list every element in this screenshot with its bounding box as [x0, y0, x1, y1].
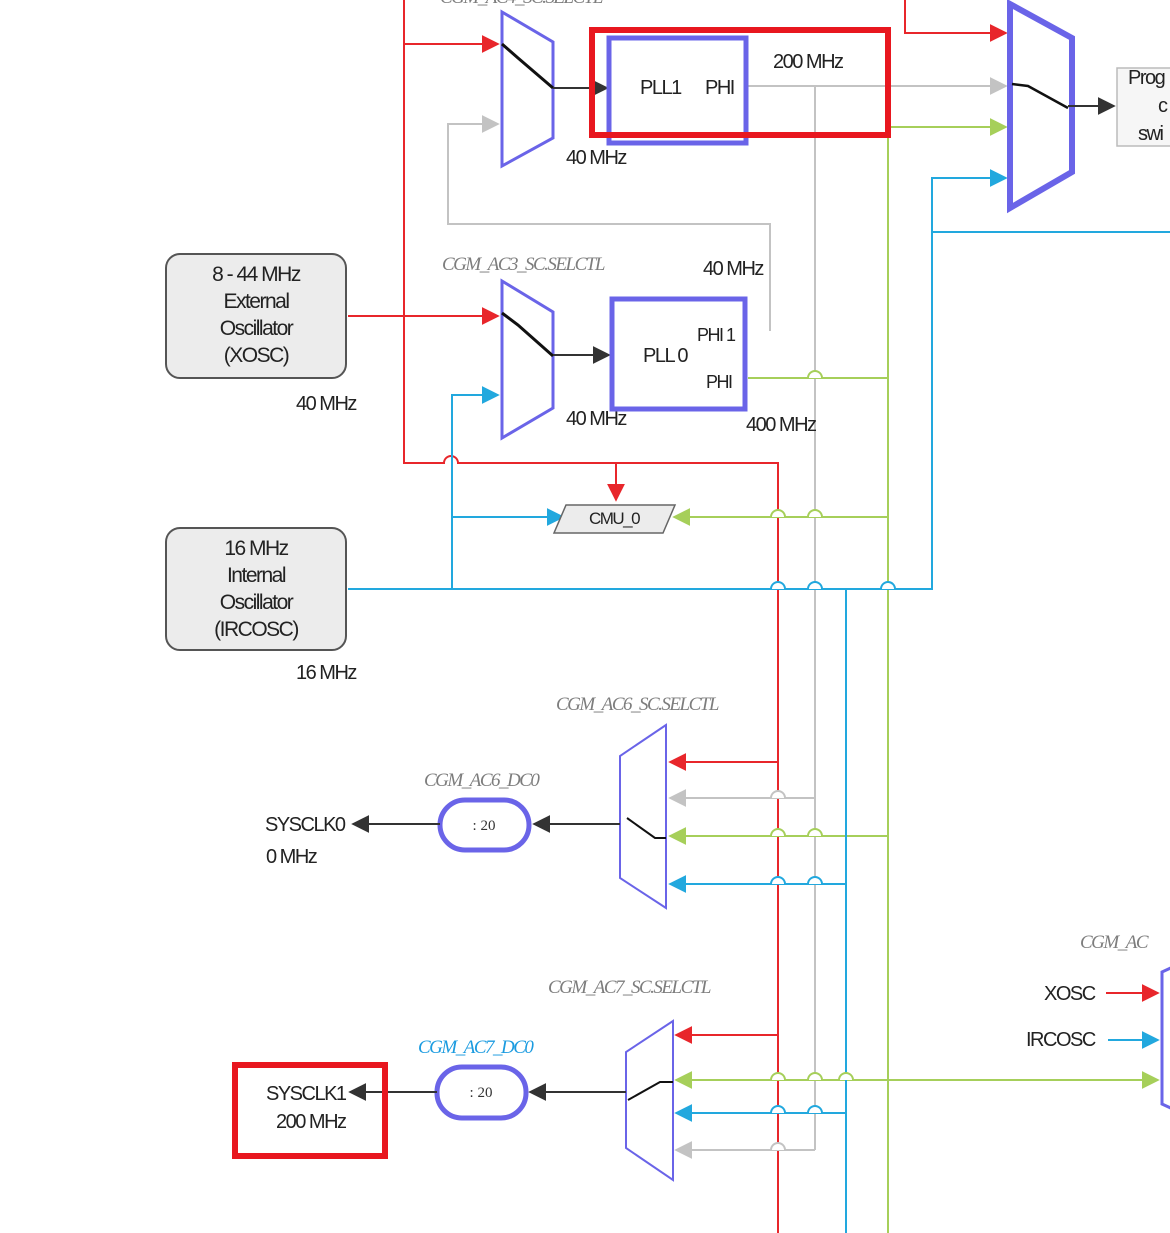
sysclk0-freq: 0 MHz — [266, 846, 317, 868]
sysclk0-name: SYSCLK0 — [265, 814, 346, 836]
sysclk1-divider-value: : 20 — [470, 1085, 493, 1101]
right-irc-label: IRCOSC — [1026, 1029, 1096, 1051]
sysclk0-selctl-label: CGM_AC6_SC.SELCTL — [556, 694, 719, 715]
sysclk1-name: SYSCLK1 — [266, 1083, 347, 1105]
pll1-block: PLL1 PHI — [606, 35, 749, 146]
sysclk0-mux — [532, 723, 667, 910]
sysclk1-mux — [528, 1019, 674, 1182]
pll0-port-phi1: PHI 1 — [697, 325, 736, 345]
pll0-wires — [668, 118, 1160, 1233]
prog-line2: c — [1158, 95, 1168, 117]
sysclk1-freq: 200 MHz — [276, 1111, 346, 1133]
cmu-block: CMU_0 — [552, 504, 677, 534]
pll0-in-freq: 40 MHz — [566, 408, 626, 430]
right-mux-partial — [1160, 966, 1170, 1110]
irc-block: 16 MHz Internal Oscillator (IRCOSC) — [165, 527, 347, 651]
pll1-selctl-label: CGM_AC4_SC.SELCTL — [440, 0, 603, 8]
pll1-highlight-box — [589, 27, 891, 138]
cmu-label: CMU_0 — [589, 509, 640, 528]
sysclk1-selctl-label: CGM_AC7_SC.SELCTL — [548, 977, 711, 998]
pll0-selctl-label: CGM_AC3_SC.SELCTL — [442, 254, 605, 275]
irc-freq-label: 16 MHz — [296, 662, 356, 684]
xosc-line1: 8 - 44 MHz — [212, 263, 301, 286]
right-xosc-label: XOSC — [1044, 983, 1096, 1005]
xosc-line3: Oscillator — [220, 317, 294, 340]
pll0-input-mux — [500, 278, 611, 441]
sysclk0-divider: : 20 — [437, 797, 532, 853]
sysclk0-divider-label: CGM_AC6_DC0 — [424, 770, 540, 791]
xosc-freq-label: 40 MHz — [296, 393, 356, 415]
prog-switch-block: Prog c swi — [1116, 67, 1170, 147]
output-mux — [1007, 0, 1116, 214]
prog-line1: Prog — [1128, 67, 1165, 89]
pll1-wires — [447, 77, 1008, 1159]
pll0-phi1-freq: 40 MHz — [703, 258, 763, 280]
pll0-port-phi: PHI — [706, 372, 732, 392]
sysclk1-divider: : 20 — [434, 1064, 529, 1121]
irc-line4: (IRCOSC) — [214, 618, 298, 641]
pll1-out-freq: 200 MHz — [773, 51, 843, 73]
irc-line2: Internal — [227, 564, 286, 587]
sysclk1-highlight-box — [232, 1062, 388, 1159]
crossing-hops — [770, 370, 896, 1151]
pll1-name: PLL1 — [640, 77, 682, 99]
irc-wires — [348, 169, 1170, 1233]
xosc-block: 8 - 44 MHz External Oscillator (XOSC) — [165, 253, 347, 379]
pll0-phi-freq: 400 MHz — [746, 414, 816, 436]
pll0-block: PLL 0 PHI 1 PHI — [609, 296, 748, 412]
pll0-name: PLL 0 — [643, 345, 688, 367]
sysclk1-divider-label: CGM_AC7_DC0 — [418, 1037, 534, 1058]
irc-line1: 16 MHz — [224, 537, 288, 560]
xosc-line2: External — [223, 290, 289, 313]
pll1-input-mux — [500, 9, 609, 169]
prog-line3: swi — [1138, 123, 1163, 145]
cgm-partial-label: CGM_AC — [1080, 932, 1149, 953]
sysclk0-divider-value: : 20 — [473, 818, 496, 834]
pll1-in-freq: 40 MHz — [566, 147, 626, 169]
irc-line3: Oscillator — [220, 591, 294, 614]
xosc-line4: (XOSC) — [224, 344, 289, 367]
pll1-port-phi: PHI — [705, 77, 734, 99]
